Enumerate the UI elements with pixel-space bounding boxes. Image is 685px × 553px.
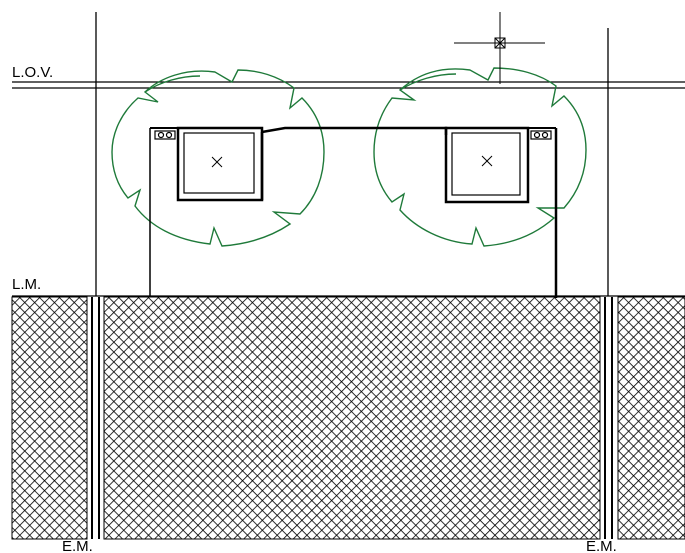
right-box	[444, 126, 530, 204]
hatched-ground	[11, 296, 685, 540]
small-circles-left	[154, 130, 176, 140]
em-label-right: E.M.	[586, 538, 617, 553]
em-label-left: E.M.	[62, 538, 93, 553]
x-mark-icon	[211, 156, 223, 168]
tree-canopy-icon	[373, 67, 587, 247]
left-box	[176, 126, 264, 202]
lm-label: L.M.	[12, 276, 41, 293]
lov-label: L.O.V.	[12, 64, 53, 81]
x-mark-icon	[481, 155, 493, 167]
tree-canopy-icon	[111, 69, 325, 247]
crosshair-cursor-icon[interactable]	[454, 12, 545, 84]
building-outline	[149, 126, 558, 298]
small-circles-right	[530, 130, 552, 140]
